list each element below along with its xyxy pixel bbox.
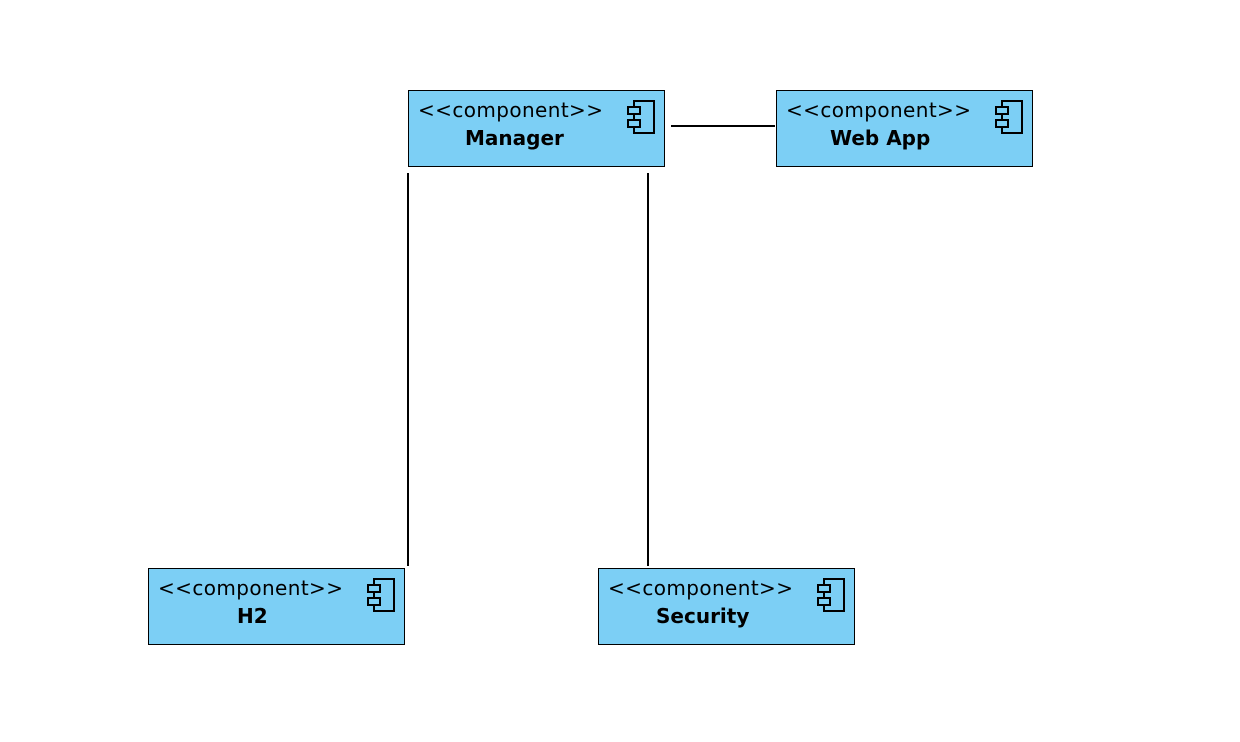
component-h2[interactable]: <<component>> H2 — [148, 568, 405, 645]
stereotype-label: <<component>> — [158, 576, 344, 600]
stereotype-label: <<component>> — [786, 98, 972, 122]
component-name: H2 — [237, 604, 268, 628]
component-name: Security — [656, 604, 750, 628]
stereotype-label: <<component>> — [608, 576, 794, 600]
component-icon — [817, 578, 845, 612]
component-security[interactable]: <<component>> Security — [598, 568, 855, 645]
component-icon — [995, 100, 1023, 134]
stereotype-label: <<component>> — [418, 98, 604, 122]
component-webapp[interactable]: <<component>> Web App — [776, 90, 1033, 167]
connector-manager-security — [647, 173, 649, 566]
component-manager[interactable]: <<component>> Manager — [408, 90, 665, 167]
connector-manager-webapp — [671, 125, 775, 127]
connector-manager-h2 — [407, 173, 409, 566]
component-name: Manager — [465, 126, 564, 150]
component-name: Web App — [830, 126, 931, 150]
component-icon — [627, 100, 655, 134]
component-icon — [367, 578, 395, 612]
